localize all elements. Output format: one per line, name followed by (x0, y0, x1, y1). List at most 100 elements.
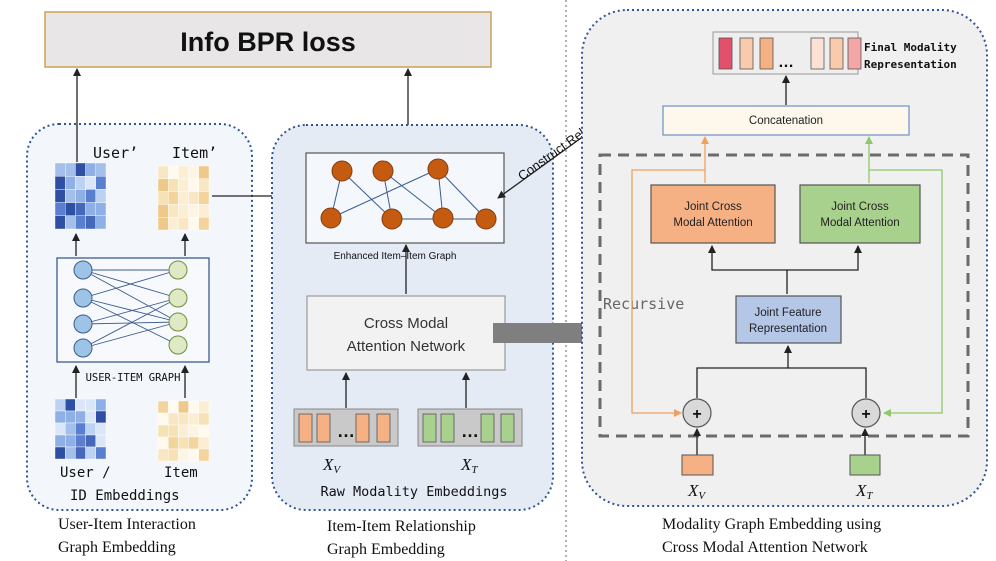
item-id-embedding-matrix (157, 400, 210, 462)
matrix-cell (188, 216, 200, 231)
add-visual-icon (682, 398, 712, 428)
matrix-cell (157, 216, 169, 231)
left-caption-line1: User-Item Interaction (58, 516, 196, 533)
raw-modality-embeddings-label: Raw Modality Embeddings (321, 484, 508, 500)
user-node (73, 288, 93, 308)
graph-edge (82, 297, 179, 325)
matrix-cell (64, 162, 76, 177)
matrix-cell (188, 178, 200, 192)
plus-visual-to-jfr-arrow (696, 345, 792, 398)
text-input-box (849, 454, 881, 476)
raw-visual-dots: … (337, 421, 355, 441)
raw-text-dots: … (461, 421, 479, 441)
item-prime-label: Item’ (172, 144, 217, 162)
final-cell (847, 37, 862, 70)
embedding-cell (480, 413, 495, 443)
matrix-cell (178, 448, 189, 462)
graph-edge (341, 170, 393, 220)
final-label-line1: Final Modality (864, 41, 957, 54)
matrix-cell (64, 446, 76, 460)
matrix-cell (54, 202, 66, 217)
matrix-cell (54, 422, 66, 436)
matrix-cell (54, 446, 66, 460)
matrix-cell (85, 189, 96, 203)
matrix-cell (64, 434, 76, 448)
graph-edge (82, 297, 179, 349)
matrix-cell (95, 446, 107, 460)
joint-cross-attention-text-box (799, 184, 921, 244)
matrix-cell (178, 436, 189, 450)
matrix-cell (95, 434, 107, 448)
jfr-to-jca-text-arrow (787, 245, 862, 271)
final-dots: … (778, 54, 794, 71)
jfr-to-jca-visual-arrow (708, 245, 788, 294)
cman-expansion-arrow (493, 314, 606, 352)
cman-line1: Cross Modal (364, 315, 448, 332)
matrix-cell (167, 204, 179, 218)
matrix-cell (167, 412, 179, 426)
embedding-cell (440, 413, 455, 443)
item-node (381, 208, 403, 230)
matrix-cell (188, 165, 200, 180)
user-prime-embedding-matrix (54, 162, 107, 230)
matrix-cell (157, 178, 169, 192)
matrix-cell (188, 436, 200, 450)
matrix-cell (85, 422, 96, 436)
graph-edge (82, 297, 179, 323)
final-cell (829, 37, 844, 70)
add-visual-symbol: + (692, 406, 701, 423)
matrix-cell (75, 398, 86, 412)
item-prime-embedding-matrix (157, 165, 210, 231)
matrix-cell (157, 165, 169, 180)
matrix-cell (157, 412, 169, 426)
raw-visual-embedding-cells (298, 413, 391, 443)
final-cell (810, 37, 825, 70)
matrix-cell (198, 165, 210, 180)
matrix-cell (85, 202, 96, 217)
matrix-cell (85, 446, 96, 460)
matrix-cell (64, 202, 76, 217)
matrix-cell (85, 398, 96, 412)
final-cell (718, 37, 733, 70)
matrix-cell (178, 178, 189, 192)
matrix-cell (64, 398, 76, 412)
matrix-cell (167, 448, 179, 462)
matrix-cell (85, 215, 96, 230)
add-text-symbol: + (861, 406, 870, 423)
final-label-line2: Representation (864, 58, 957, 71)
matrix-cell (178, 400, 189, 414)
graph-edge (82, 297, 179, 346)
matrix-cell (157, 436, 169, 450)
jca-text-line1: Joint Cross (831, 201, 889, 213)
final-representation-cells (718, 37, 862, 70)
matrix-cell (178, 204, 189, 218)
xv-label-right: XV (687, 481, 706, 502)
matrix-cell (198, 216, 210, 231)
matrix-cell (54, 175, 66, 190)
item-node (168, 288, 188, 308)
matrix-cell (167, 216, 179, 231)
matrix-cell (95, 410, 107, 424)
item-node (372, 160, 394, 182)
matrix-cell (54, 215, 66, 230)
matrix-cell (64, 175, 76, 190)
matrix-cell (64, 410, 76, 424)
embedding-cell (316, 413, 331, 443)
graph-edge (82, 269, 179, 299)
raw-text-embedding-cells (422, 413, 515, 443)
matrix-cell (188, 191, 200, 205)
user-node (73, 338, 93, 358)
matrix-cell (75, 189, 86, 203)
matrix-cell (167, 178, 179, 192)
matrix-cell (188, 448, 200, 462)
middle-caption-line2: Graph Embedding (327, 541, 445, 558)
embedding-cell (376, 413, 391, 443)
matrix-cell (198, 204, 210, 218)
right-caption-line2: Cross Modal Attention Network (662, 539, 868, 556)
matrix-cell (75, 215, 86, 230)
matrix-cell (198, 178, 210, 192)
user-node (73, 314, 93, 334)
joint-cross-attention-visual-box (650, 184, 776, 244)
cman-line2: Attention Network (347, 338, 466, 355)
joint-feature-representation-box (735, 295, 842, 344)
